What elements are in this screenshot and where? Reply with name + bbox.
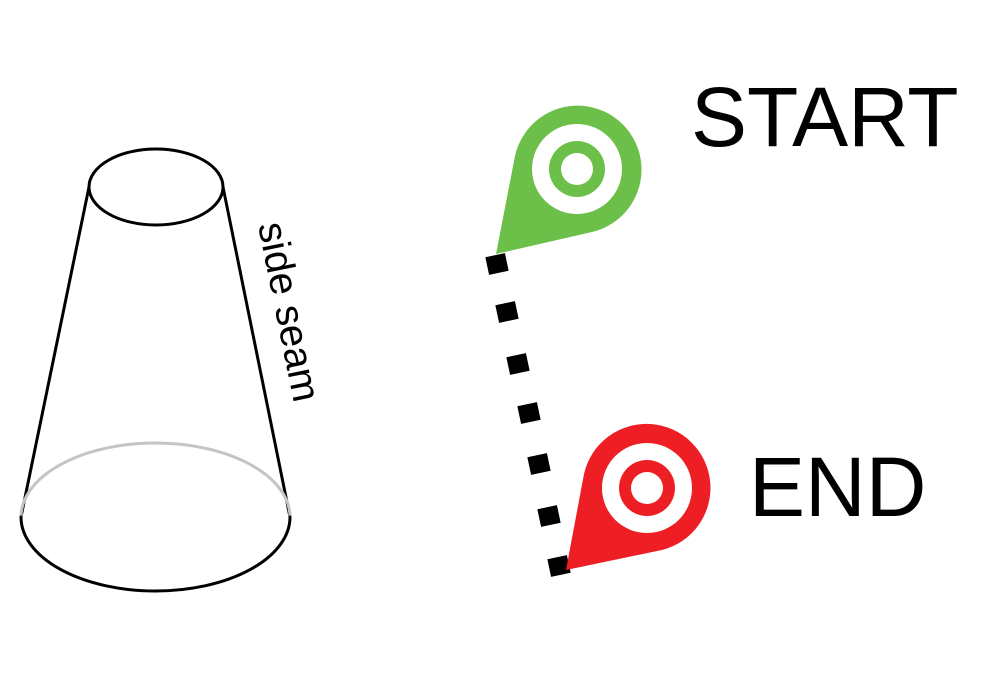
end-pin-icon [566, 423, 711, 570]
start-pin-icon [496, 105, 642, 255]
route-dot [495, 301, 519, 323]
route-dot [506, 353, 530, 375]
cone-base-back-arc [19, 441, 292, 518]
start-label: START [691, 70, 959, 164]
cone-shape [19, 147, 292, 593]
route-dotted-line [485, 253, 571, 577]
end-label: END [749, 440, 926, 534]
start-marker [496, 105, 642, 255]
cone-base-front-arc [19, 515, 292, 593]
route-dot [537, 505, 561, 527]
route-dot [527, 453, 551, 475]
cone-left-edge [19, 185, 91, 519]
cone-side-seam-edge [221, 185, 292, 519]
end-marker [566, 423, 711, 570]
cone-top-ellipse [87, 147, 225, 227]
route-dot [485, 253, 509, 275]
route-dot [517, 402, 541, 424]
route-dot [547, 555, 571, 577]
